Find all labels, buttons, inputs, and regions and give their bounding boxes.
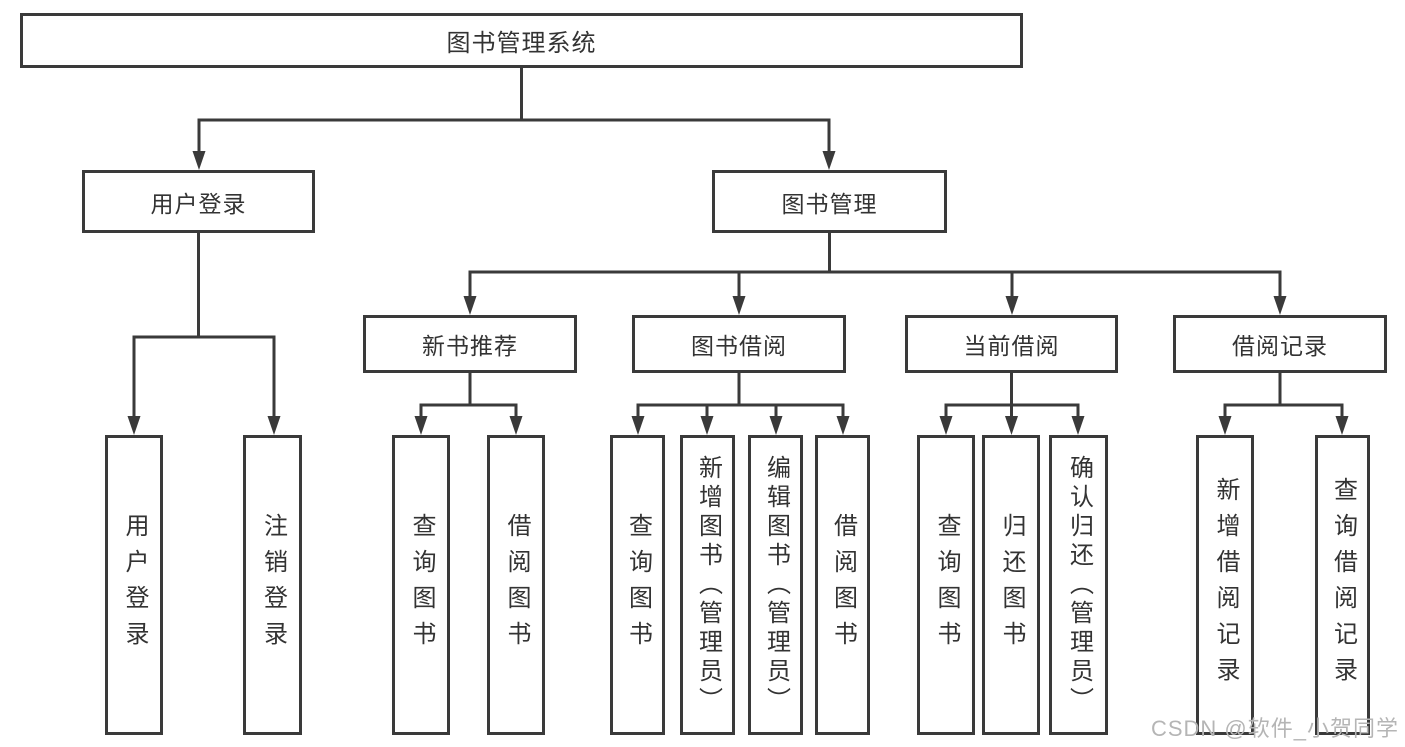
node-borrow-records: 借阅记录: [1173, 315, 1387, 373]
leaf-confirm-return-admin: 确认归还（管理员）: [1049, 435, 1108, 735]
leaf-return-books: 归还图书: [982, 435, 1040, 735]
leaf-add-borrow-record-label: 新增借阅记录: [1212, 477, 1239, 693]
leaf-borrow-books-recommend-label: 借阅图书: [503, 513, 530, 657]
leaf-query-books-borrow-label: 查询图书: [624, 513, 652, 657]
leaf-confirm-return-admin-label: 确认归还（管理员）: [1065, 454, 1093, 716]
leaf-query-books-recommend: 查询图书: [392, 435, 450, 735]
leaf-user-login-label: 用户登录: [121, 513, 148, 657]
leaf-logout: 注销登录: [243, 435, 302, 735]
leaf-query-borrow-record-label: 查询借阅记录: [1329, 477, 1357, 693]
csdn-watermark: CSDN @软件_小贺同学: [1150, 716, 1399, 741]
leaf-query-books-current: 查询图书: [917, 435, 975, 735]
node-new-book-recommend: 新书推荐: [363, 315, 577, 373]
leaf-return-books-label: 归还图书: [998, 513, 1025, 657]
leaf-query-borrow-record: 查询借阅记录: [1315, 435, 1370, 735]
leaf-borrow-books-borrow: 借阅图书: [815, 435, 870, 735]
leaf-query-books-borrow: 查询图书: [610, 435, 665, 735]
leaf-add-borrow-record: 新增借阅记录: [1196, 435, 1254, 735]
node-user-login: 用户登录: [82, 170, 315, 233]
leaf-edit-books-admin: 编辑图书（管理员）: [748, 435, 803, 735]
node-book-borrow: 图书借阅: [632, 315, 846, 373]
leaf-edit-books-admin-label: 编辑图书（管理员）: [762, 454, 790, 716]
leaf-borrow-books-recommend: 借阅图书: [487, 435, 545, 735]
leaf-borrow-books-borrow-label: 借阅图书: [829, 513, 857, 657]
node-current-borrow: 当前借阅: [905, 315, 1118, 373]
leaf-query-books-current-label: 查询图书: [933, 513, 960, 657]
leaf-query-books-recommend-label: 查询图书: [408, 513, 435, 657]
node-book-management: 图书管理: [712, 170, 947, 233]
leaf-user-login: 用户登录: [105, 435, 163, 735]
leaf-add-books-admin-label: 新增图书（管理员）: [694, 454, 722, 716]
leaf-add-books-admin: 新增图书（管理员）: [680, 435, 735, 735]
leaf-logout-label: 注销登录: [259, 513, 287, 657]
node-root: 图书管理系统: [20, 13, 1023, 68]
